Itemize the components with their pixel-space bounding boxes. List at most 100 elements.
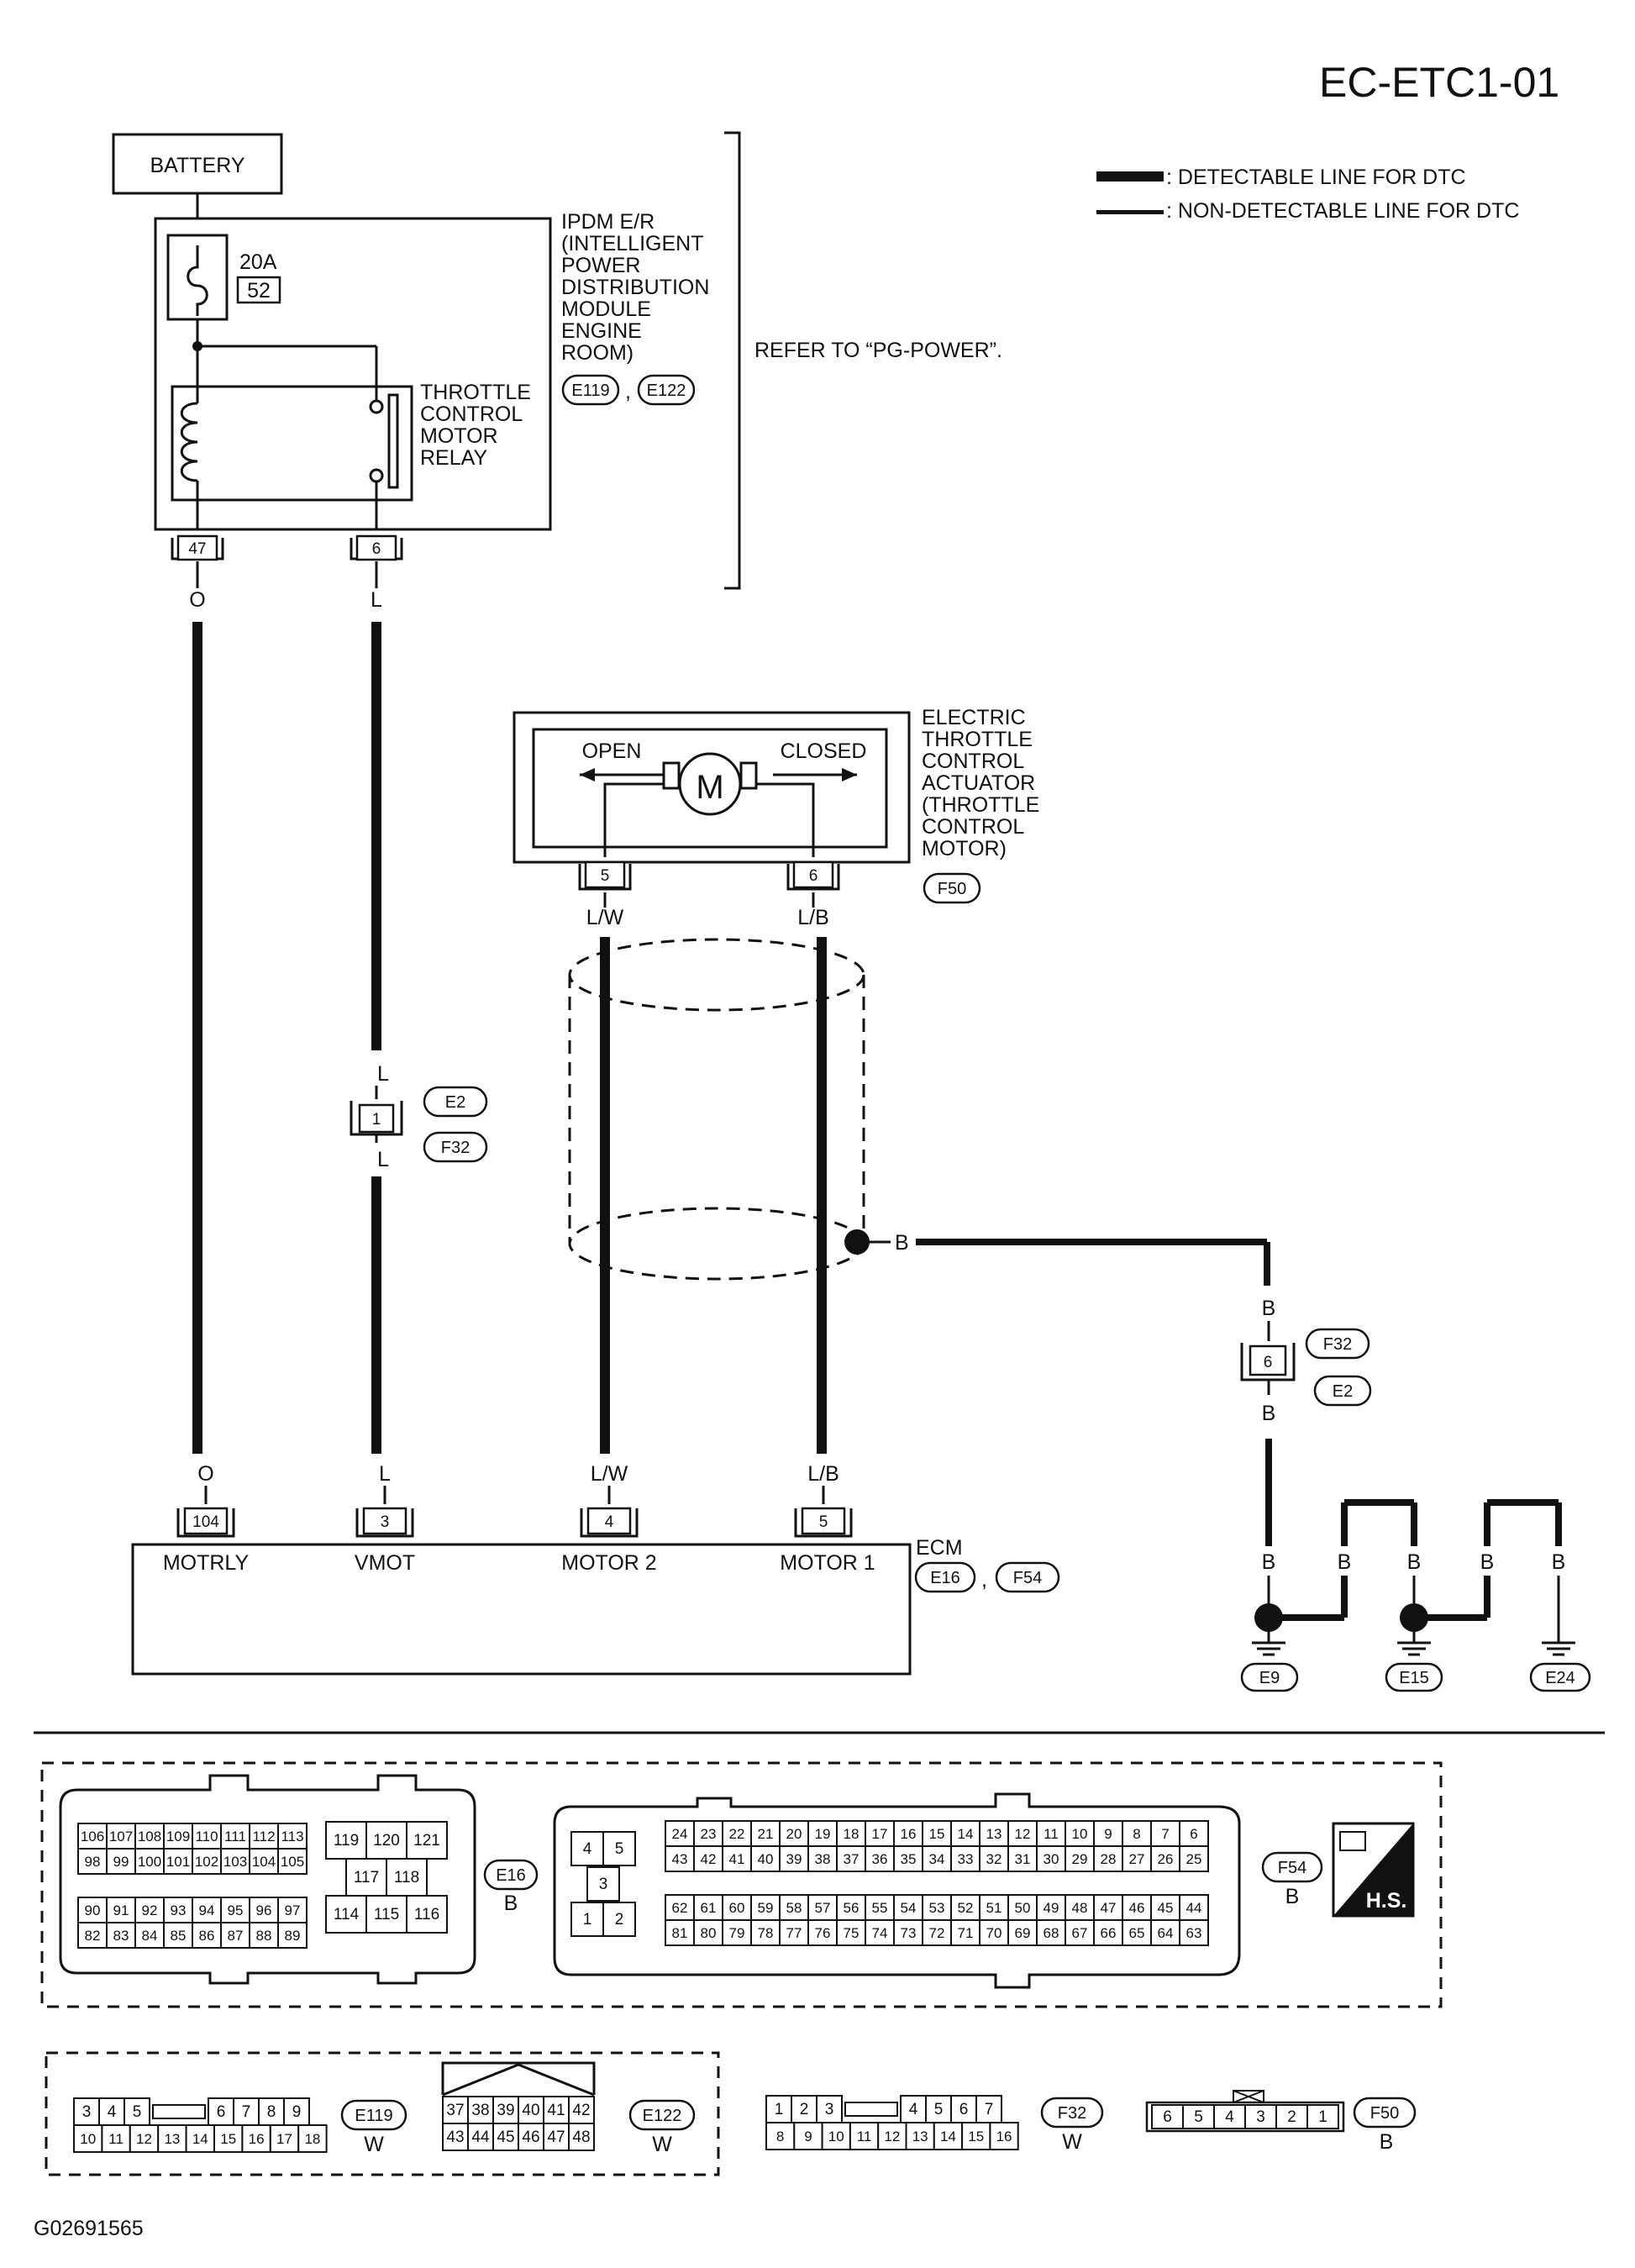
f54-cell bbox=[665, 1845, 695, 1872]
actuator-pin-5: 5 bbox=[601, 867, 610, 885]
e16-pin: 84 bbox=[142, 1928, 158, 1944]
e16-pin: 82 bbox=[85, 1928, 101, 1944]
ipdm-connector-e122: E122 bbox=[647, 382, 686, 400]
f54-pin: 68 bbox=[1044, 1925, 1059, 1941]
ground-e9: E9 bbox=[1259, 1669, 1280, 1687]
f54-pin: 25 bbox=[1186, 1851, 1202, 1867]
e122-cell bbox=[543, 2123, 570, 2151]
e122-name: E122 bbox=[643, 2107, 682, 2125]
f54-pin: 79 bbox=[729, 1925, 745, 1941]
ipdm-box bbox=[154, 217, 552, 531]
e119-pin: 16 bbox=[249, 2131, 265, 2147]
f54-pin: 69 bbox=[1015, 1925, 1031, 1941]
e119-pin: 17 bbox=[276, 2131, 292, 2147]
f54-pin: 49 bbox=[1044, 1900, 1059, 1916]
e16-pin: 111 bbox=[224, 1829, 246, 1844]
f54-pin: 71 bbox=[958, 1925, 974, 1941]
e16-pin: 109 bbox=[166, 1829, 190, 1844]
legend-non-detectable-text: : NON-DETECTABLE LINE FOR DTC bbox=[1166, 199, 1519, 223]
f54-color: B bbox=[1285, 1885, 1300, 1908]
f54-pin: 73 bbox=[901, 1925, 917, 1941]
e16-cell bbox=[249, 1848, 279, 1875]
f54-pin: 1 bbox=[583, 1911, 592, 1929]
e119-pin: 3 bbox=[82, 2103, 92, 2121]
f54-pin: 43 bbox=[672, 1851, 688, 1867]
f54-pin: 78 bbox=[758, 1925, 774, 1941]
wire-lw-bottom: L/W bbox=[591, 1462, 628, 1486]
svg-text:IPDM E/R: IPDM E/R bbox=[561, 210, 655, 234]
e16-pin: 89 bbox=[285, 1928, 301, 1944]
f32-cell bbox=[925, 2095, 952, 2123]
svg-text:3: 3 bbox=[381, 1513, 390, 1531]
f54-pin: 26 bbox=[1158, 1851, 1174, 1867]
e119-pin: 11 bbox=[108, 2131, 124, 2147]
e16-pin: 100 bbox=[138, 1854, 161, 1870]
f54-pin: 80 bbox=[701, 1925, 717, 1941]
f54-cell bbox=[979, 1820, 1009, 1847]
f54-pin: 7 bbox=[1161, 1826, 1169, 1842]
f54-pin: 9 bbox=[1104, 1826, 1112, 1842]
wire-l-mid1: L bbox=[377, 1062, 389, 1086]
fuse-number: 52 bbox=[247, 279, 271, 303]
e122-cell bbox=[568, 2096, 595, 2124]
f54-pin: 10 bbox=[1072, 1826, 1088, 1842]
e16-cell bbox=[406, 1895, 448, 1934]
f54-pin: 18 bbox=[844, 1826, 860, 1842]
f54-cell bbox=[722, 1919, 752, 1946]
actuator-pin-6: 6 bbox=[809, 867, 818, 885]
f50-pin: 4 bbox=[1225, 2108, 1234, 2126]
f54-pin: 39 bbox=[786, 1851, 802, 1867]
e122-pin: 41 bbox=[547, 2102, 565, 2119]
e122-color: W bbox=[652, 2133, 672, 2156]
f54-cell bbox=[570, 1902, 604, 1937]
wire-l-top: L bbox=[371, 588, 382, 612]
f54-pin: 32 bbox=[986, 1851, 1002, 1867]
e16-pin: 101 bbox=[166, 1854, 190, 1870]
f54-cell bbox=[693, 1894, 723, 1921]
f54-cell bbox=[893, 1894, 923, 1921]
wire-l-mid2: L bbox=[377, 1148, 389, 1171]
hs-badge-icon: H.S. bbox=[1332, 1822, 1415, 1918]
f54-cell bbox=[979, 1894, 1009, 1921]
motor-symbol: M bbox=[696, 769, 723, 806]
e16-cell bbox=[386, 1858, 428, 1897]
e16-cell bbox=[277, 1897, 308, 1923]
f50-pin: 2 bbox=[1287, 2108, 1296, 2126]
f54-pin: 6 bbox=[1190, 1826, 1197, 1842]
e16-pin: 90 bbox=[85, 1902, 101, 1918]
f54-pin: 2 bbox=[615, 1911, 624, 1929]
e16-cell bbox=[345, 1858, 387, 1897]
e16-pin: 97 bbox=[285, 1902, 301, 1918]
f32-pin: 2 bbox=[800, 2101, 809, 2118]
f54-pin: 30 bbox=[1044, 1851, 1059, 1867]
f54-pin: 24 bbox=[672, 1826, 688, 1842]
e16-cell bbox=[249, 1823, 279, 1850]
f54-pin: 20 bbox=[786, 1826, 802, 1842]
e16-pin: 102 bbox=[195, 1854, 218, 1870]
f54-cell bbox=[865, 1820, 895, 1847]
e16-pin: 86 bbox=[199, 1928, 215, 1944]
f54-pin: 58 bbox=[786, 1900, 802, 1916]
wire-b-f32-top: B bbox=[1262, 1297, 1276, 1320]
e16-pin: 88 bbox=[256, 1928, 272, 1944]
f54-pin: 4 bbox=[583, 1840, 592, 1858]
wire-b-e9: B bbox=[1262, 1550, 1276, 1574]
e119-pin: 14 bbox=[192, 2131, 208, 2147]
e119-pin: 5 bbox=[133, 2103, 142, 2121]
fuse-icon bbox=[187, 245, 208, 316]
f54-pin: 72 bbox=[929, 1925, 945, 1941]
e16-name: E16 bbox=[496, 1866, 526, 1885]
e16-cell bbox=[249, 1897, 279, 1923]
svg-text:104: 104 bbox=[192, 1513, 219, 1531]
ecm-pin-label-vmot: VMOT bbox=[355, 1551, 415, 1575]
relay-label: THROTTLE CONTROL MOTOR RELAY bbox=[420, 381, 531, 470]
actuator-connector: F50 bbox=[938, 880, 966, 898]
e119-pin: 18 bbox=[304, 2131, 320, 2147]
e16-pin: 107 bbox=[109, 1829, 133, 1844]
e16-cell bbox=[277, 1848, 308, 1875]
battery-label: BATTERY bbox=[150, 154, 245, 177]
e119-cell bbox=[98, 2097, 125, 2126]
f32-pin: 16 bbox=[996, 2129, 1012, 2144]
